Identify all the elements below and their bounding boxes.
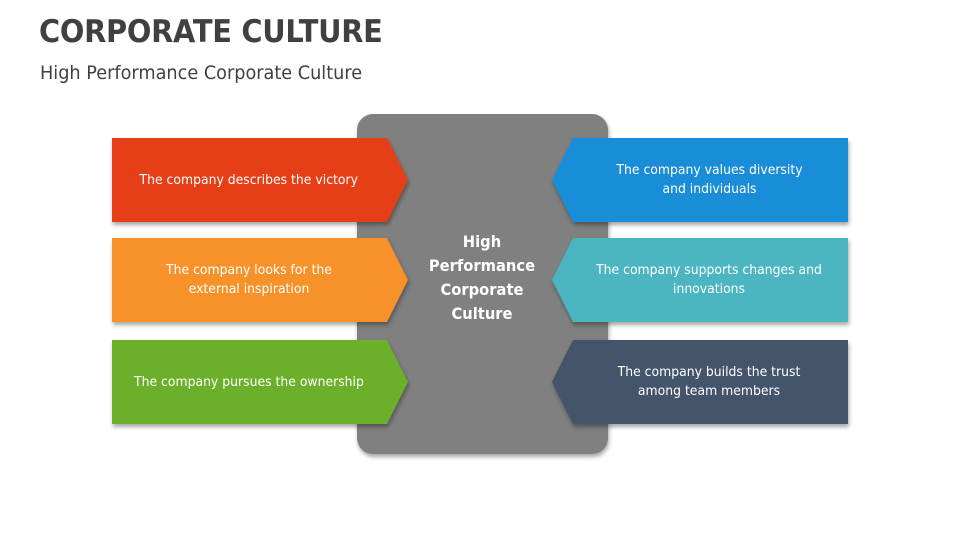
center-label: High Performance Corporate Culture (428, 232, 536, 323)
page-subtitle: High Performance Corporate Culture (40, 62, 363, 84)
arrow-label: The company supports changes and innovat… (596, 262, 822, 297)
right-arrow-1: The company values diversity and individ… (552, 138, 848, 222)
arrow-label: The company looks for the external inspi… (166, 262, 332, 297)
arrow-label: The company pursues the ownership (134, 373, 364, 390)
arrow-shape (112, 238, 408, 322)
arrow-shape (552, 138, 848, 222)
page-title: CORPORATE CULTURE (39, 14, 383, 50)
arrow-shape (112, 340, 408, 424)
right-arrow-2: The company supports changes and innovat… (552, 238, 848, 322)
left-arrow-3: The company pursues the ownership (112, 340, 408, 424)
left-arrow-1: The company describes the victory (112, 138, 408, 222)
arrow-shape (552, 238, 848, 322)
right-arrow-3: The company builds the trust among team … (552, 340, 848, 424)
arrow-label: The company values diversity and individ… (615, 162, 803, 197)
arrow-shape (552, 340, 848, 424)
left-arrow-2: The company looks for the external inspi… (112, 238, 408, 322)
arrow-label: The company builds the trust among team … (617, 364, 801, 399)
arrow-shape (112, 138, 408, 222)
arrow-label: The company describes the victory (139, 171, 359, 188)
